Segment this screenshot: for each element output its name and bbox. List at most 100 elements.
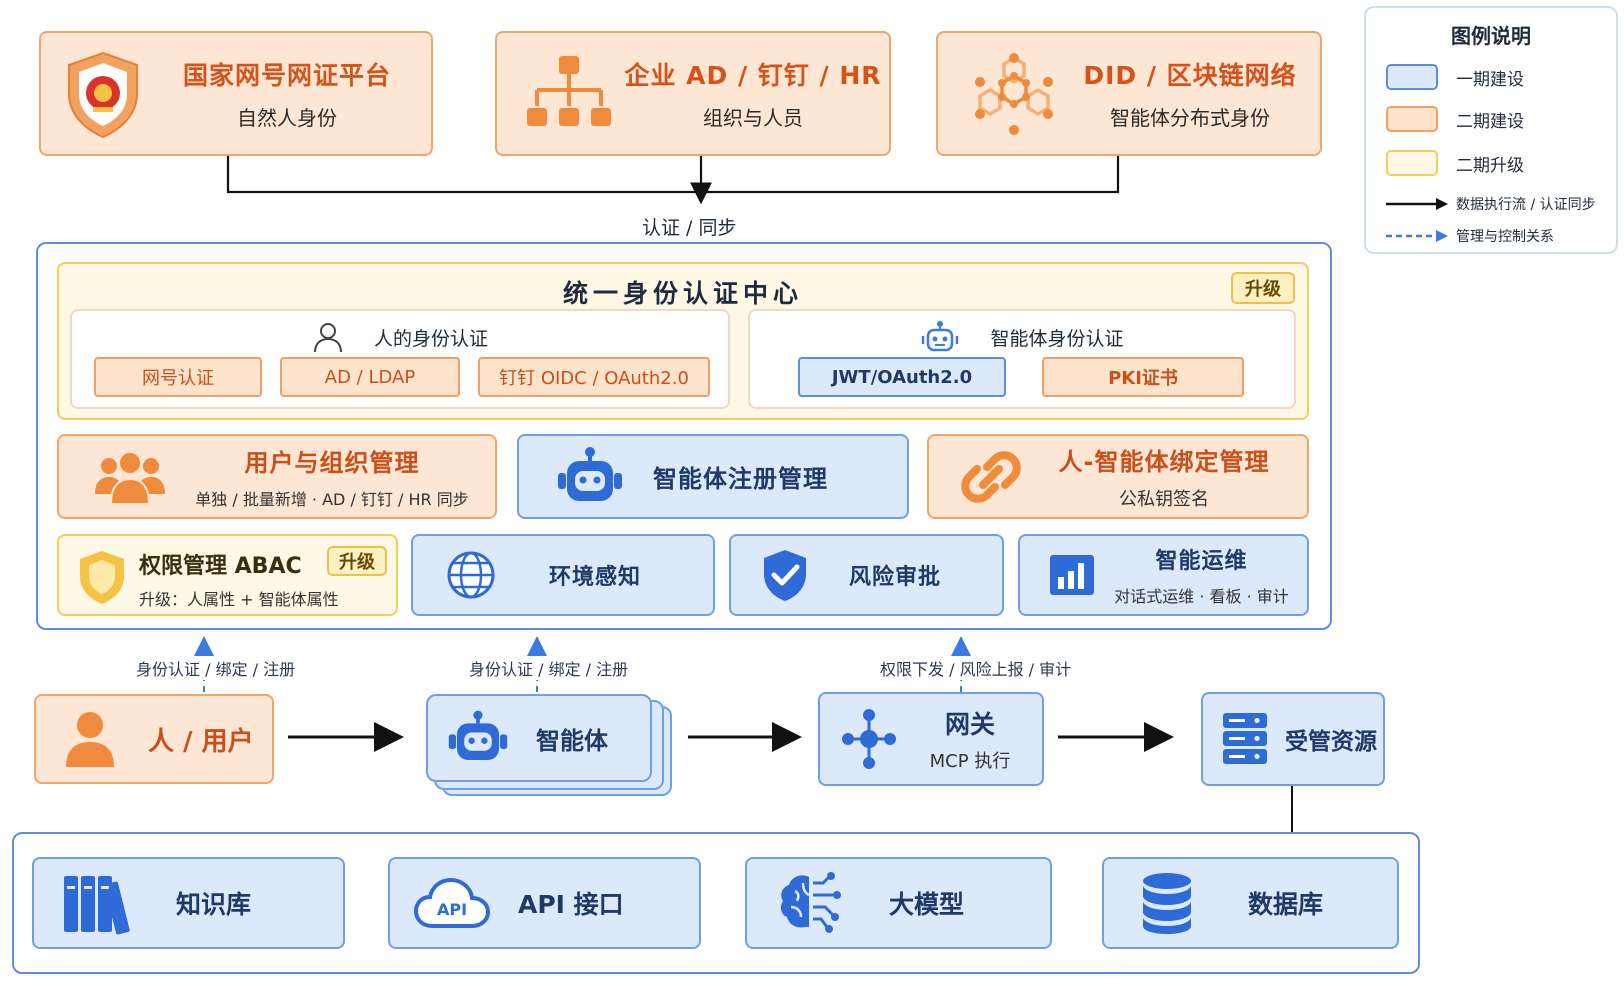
legend-item-phase1: 一期建设 [1386, 64, 1524, 90]
legend-title: 图例说明 [1451, 24, 1531, 48]
module-subtitle: 升级：人属性 + 智能体属性 [139, 590, 339, 609]
hexagon-network-icon [975, 52, 1053, 135]
auth-method-ad-ldap: AD / LDAP [280, 357, 460, 397]
hub-icon [842, 709, 896, 769]
org-tree-icon [527, 55, 611, 126]
solid-arrow-icon [1386, 198, 1448, 210]
source-subtitle: 智能体分布式身份 [1110, 106, 1270, 130]
api-cloud-icon: API [413, 876, 491, 930]
agent-registration: 智能体注册管理 [517, 434, 909, 519]
module-title: 权限管理 ABAC [139, 554, 302, 579]
api-icon-text: API [436, 900, 468, 919]
resource-knowledge-base: 知识库 [32, 857, 345, 949]
legend: 图例说明 一期建设 二期建设 二期升级 数据执行流 / 认证同步 管理与控制关系 [1364, 6, 1618, 254]
flow-title: 人 / 用户 [148, 726, 254, 757]
resource-title: 知识库 [176, 890, 252, 919]
abac-permission: 权限管理 ABAC 升级 升级：人属性 + 智能体属性 [57, 534, 398, 616]
abac-upgrade-badge: 升级 [327, 546, 387, 576]
legend-label: 二期升级 [1456, 155, 1524, 176]
flow-managed-resources: 受管资源 [1201, 692, 1385, 786]
legend-label: 一期建设 [1456, 69, 1524, 90]
module-title: 智能运维 [1155, 549, 1248, 574]
flow-user: 人 / 用户 [34, 694, 274, 784]
brain-circuit-icon [780, 872, 841, 933]
bar-chart-icon [1050, 555, 1094, 595]
flow-agent: 智能体 [426, 694, 652, 782]
source-title: DID / 区块链网络 [1083, 61, 1297, 90]
agent-auth-title: 智能体身份认证 [990, 327, 1124, 350]
resource-title: 数据库 [1248, 890, 1324, 919]
legend-swatch-orange [1386, 106, 1438, 132]
source-subtitle: 自然人身份 [237, 106, 337, 130]
module-title: 人-智能体绑定管理 [1058, 448, 1270, 476]
person-outline-icon [313, 323, 342, 353]
resource-title: 大模型 [889, 890, 965, 919]
module-subtitle: 公私钥签名 [1119, 489, 1209, 510]
source-enterprise: 企业 AD / 钉钉 / HR 组织与人员 [495, 31, 891, 156]
control-label-user: 身份认证 / 绑定 / 注册 [132, 656, 300, 680]
resource-database: 数据库 [1102, 857, 1399, 949]
legend-item-phase2: 二期建设 [1386, 106, 1524, 132]
legend-swatch-blue [1386, 64, 1438, 90]
agent-auth-panel: 智能体身份认证 JWT/OAuth2.0 PKI证书 [748, 309, 1296, 409]
legend-swatch-yellow [1386, 150, 1438, 176]
legend-item-phase2-upgrade: 二期升级 [1386, 150, 1524, 176]
flow-subtitle: MCP 执行 [929, 751, 1011, 772]
legend-item-solid-arrow: 数据执行流 / 认证同步 [1386, 194, 1596, 214]
upgrade-badge: 升级 [1231, 272, 1295, 304]
auth-method-jwt: JWT/OAuth2.0 [798, 357, 1006, 397]
auth-method-pki: PKI证书 [1042, 357, 1244, 397]
auth-center-title: 统一身份认证中心 [562, 279, 803, 308]
flow-title: 网关 [944, 710, 995, 739]
module-subtitle: 对话式运维 · 看板 · 审计 [1114, 587, 1289, 606]
link-chain-icon [961, 450, 1021, 503]
user-icon [66, 712, 114, 767]
database-icon [1143, 873, 1191, 934]
module-title: 风险审批 [849, 565, 942, 590]
control-label-agent: 身份认证 / 绑定 / 注册 [465, 656, 633, 680]
legend-label: 管理与控制关系 [1456, 229, 1554, 245]
source-subtitle: 组织与人员 [703, 106, 803, 130]
intelligent-ops: 智能运维 对话式运维 · 看板 · 审计 [1018, 534, 1309, 616]
source-title: 企业 AD / 钉钉 / HR [624, 61, 882, 90]
source-national-id: 国家网号网证平台 自然人身份 [39, 31, 433, 156]
robot-icon [448, 710, 508, 760]
human-auth-panel: 人的身份认证 网号认证 AD / LDAP 钉钉 OIDC / OAuth2.0 [70, 309, 730, 409]
users-group-icon [95, 450, 165, 505]
module-subtitle: 单独 / 批量新增 · AD / 钉钉 / HR 同步 [195, 490, 469, 509]
server-icon [1223, 713, 1267, 764]
legend-label: 二期建设 [1456, 111, 1524, 132]
national-emblem-shield-icon [68, 51, 138, 138]
flow-title: 受管资源 [1285, 729, 1377, 755]
risk-approval: 风险审批 [729, 534, 1004, 616]
source-did-blockchain: DID / 区块链网络 智能体分布式身份 [936, 31, 1322, 156]
shield-badge-icon [80, 551, 124, 604]
legend-item-dashed-arrow: 管理与控制关系 [1386, 226, 1554, 246]
unified-auth-center: 统一身份认证中心 升级 人的身份认证 网号认证 AD / LDAP 钉钉 OID… [57, 262, 1309, 420]
human-auth-title: 人的身份认证 [373, 327, 488, 350]
module-title: 用户与组织管理 [244, 449, 420, 477]
books-icon [64, 876, 130, 935]
auth-method-dingtalk-oidc: 钉钉 OIDC / OAuth2.0 [478, 357, 710, 397]
module-title: 智能体注册管理 [653, 465, 828, 493]
environment-awareness: 环境感知 [411, 534, 715, 616]
globe-icon [447, 551, 495, 599]
control-label-gateway: 权限下发 / 风险上报 / 审计 [876, 656, 1076, 680]
dashed-arrow-icon [1386, 230, 1448, 242]
robot-outline-icon [922, 321, 959, 352]
flow-title: 智能体 [536, 726, 608, 755]
human-agent-binding: 人-智能体绑定管理 公私钥签名 [927, 434, 1309, 519]
legend-label: 数据执行流 / 认证同步 [1456, 197, 1596, 213]
resource-llm: 大模型 [745, 857, 1052, 949]
resource-api: API API 接口 [388, 857, 701, 949]
user-org-management: 用户与组织管理 单独 / 批量新增 · AD / 钉钉 / HR 同步 [57, 434, 497, 519]
robot-icon [558, 446, 622, 501]
auth-method-wanghao: 网号认证 [94, 357, 262, 397]
sync-connector [226, 155, 1120, 194]
module-title: 环境感知 [549, 565, 642, 590]
flow-gateway: 网关 MCP 执行 [818, 692, 1044, 786]
shield-check-icon [764, 550, 806, 601]
sync-label: 认证 / 同步 [642, 217, 737, 239]
source-title: 国家网号网证平台 [182, 61, 391, 90]
resource-title: API 接口 [518, 890, 624, 919]
